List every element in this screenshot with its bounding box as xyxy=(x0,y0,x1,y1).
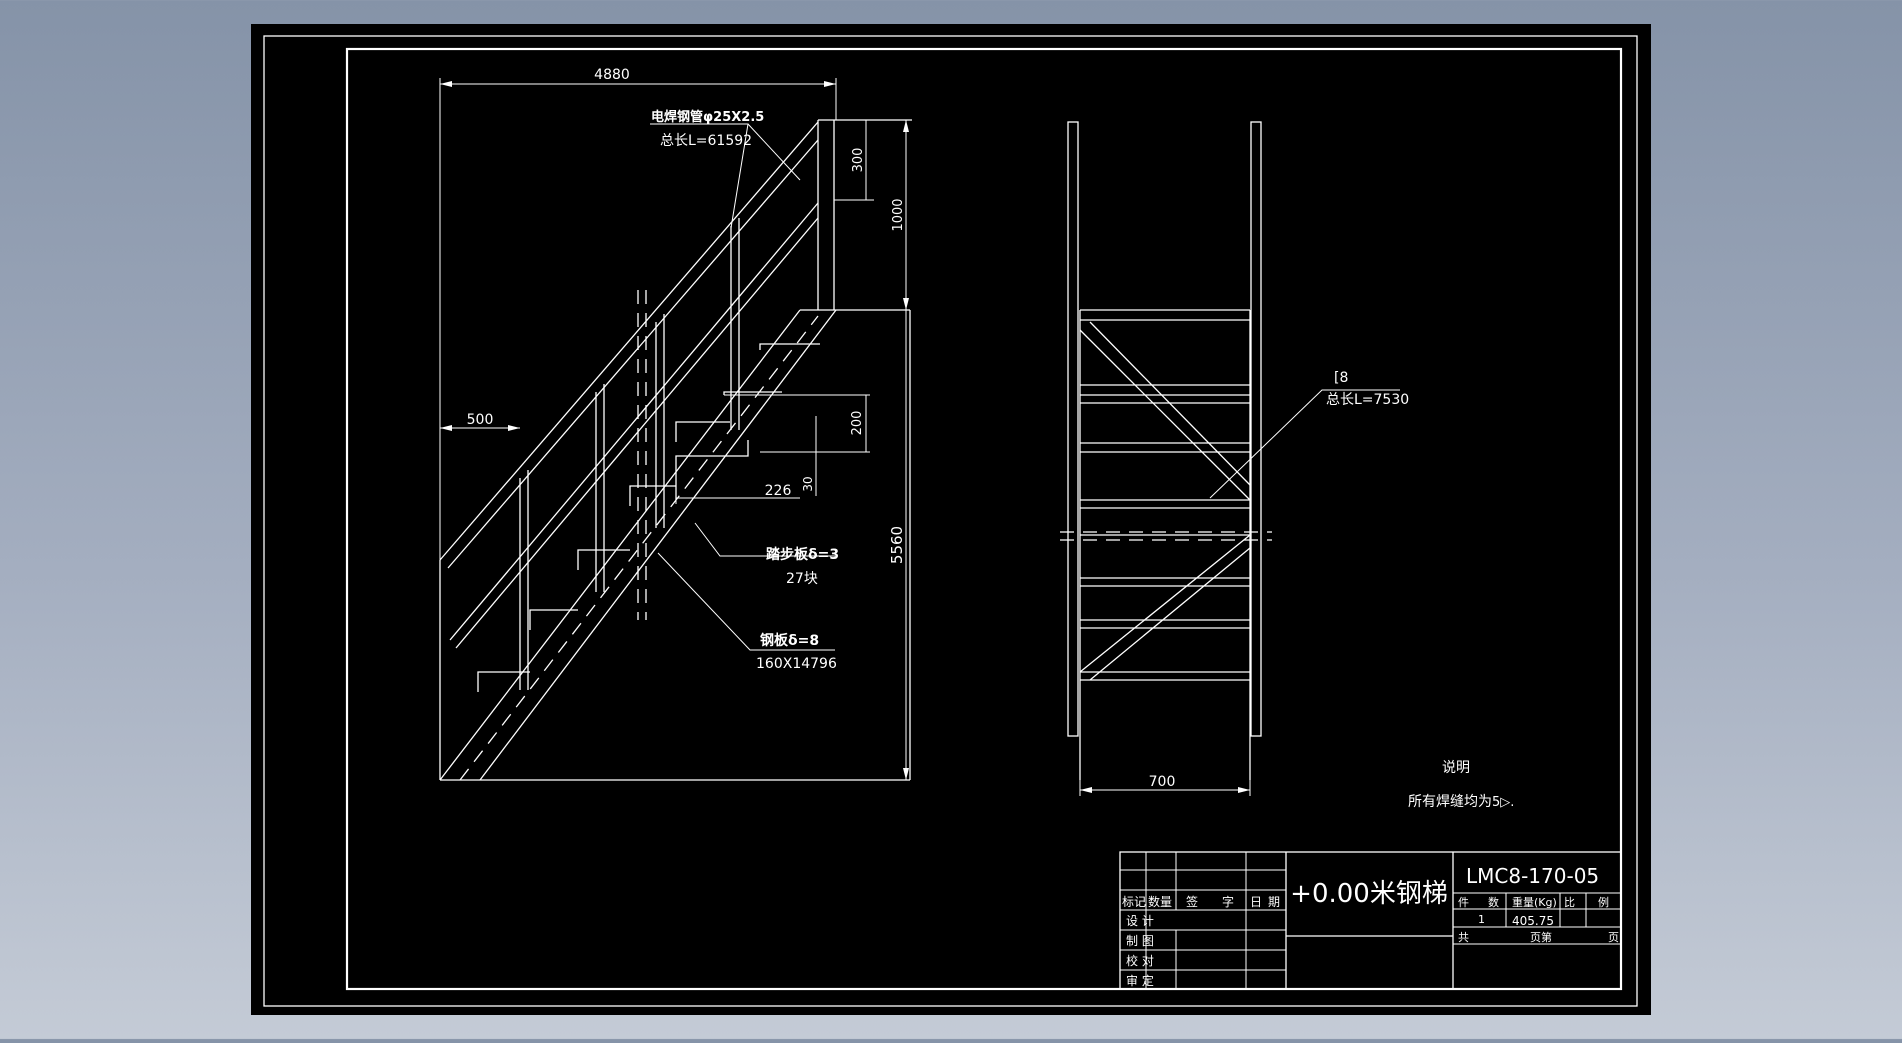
tb-info-weight: 重量(Kg) xyxy=(1512,895,1557,909)
notes-heading: 说明 xyxy=(1442,760,1470,776)
tb-info-parts: 件 xyxy=(1458,896,1469,909)
dim-4880: 4880 xyxy=(594,67,630,83)
dim-1000: 1000 xyxy=(891,198,906,231)
dim-700: 700 xyxy=(1149,774,1176,790)
dim-30: 30 xyxy=(801,476,815,491)
note-plate-spec: 钢板δ=8 xyxy=(760,632,819,649)
dim-200: 200 xyxy=(850,411,865,436)
tb-header-date1: 日 xyxy=(1250,895,1262,909)
drawing-title: +0.00米钢梯 xyxy=(1290,879,1448,909)
drawing-number: LMC8-170-05 xyxy=(1466,864,1599,888)
stair-side-view xyxy=(439,78,912,781)
tb-quantity: 1 xyxy=(1478,913,1485,926)
note-channel-spec: [8 xyxy=(1334,370,1348,386)
tb-header-sign1: 签 xyxy=(1186,894,1198,909)
notes-text: 所有焊缝均为 xyxy=(1408,794,1492,810)
tb-weight: 405.75 xyxy=(1512,914,1554,928)
stair-front-view xyxy=(1060,121,1400,796)
tb-role-draft: 制 图 xyxy=(1126,934,1154,948)
inner-frame xyxy=(345,47,1623,991)
tb-info-scale2: 例 xyxy=(1598,895,1609,909)
tb-info-count: 数 xyxy=(1488,896,1499,909)
tb-role-design: 设 计 xyxy=(1126,914,1154,928)
outer-frame xyxy=(263,35,1638,1007)
tb-header-date2: 期 xyxy=(1268,895,1280,909)
tb-info-scale1: 比 xyxy=(1564,896,1575,909)
drawing-sheet xyxy=(251,24,1651,1015)
tb-header-qty: 数量 xyxy=(1148,894,1172,909)
title-block xyxy=(1119,851,1622,990)
tb-header-sign2: 字 xyxy=(1222,894,1234,909)
note-plate-size: 160X14796 xyxy=(756,656,837,672)
note-pipe-spec: 电焊钢管φ25X2.5 xyxy=(651,109,764,125)
tb-role-check: 校 对 xyxy=(1126,953,1154,968)
weld-symbol: 5▷. xyxy=(1492,795,1514,810)
tb-header-mark: 标记 xyxy=(1122,895,1146,909)
note-tread-spec: 踏步板δ=3 xyxy=(766,546,839,563)
note-tread-count: 27块 xyxy=(786,571,818,587)
dim-226: 226 xyxy=(765,483,792,499)
tb-sheet-page: 页 xyxy=(1608,931,1619,944)
dim-500: 500 xyxy=(467,412,494,428)
note-pipe-length: 总长L=61592 xyxy=(660,133,752,149)
dim-300: 300 xyxy=(851,148,866,173)
tb-sheet-index: 页第 xyxy=(1530,930,1552,944)
dim-5560: 5560 xyxy=(888,526,906,564)
tb-sheet-total: 共 xyxy=(1458,931,1469,944)
note-channel-length: 总长L=7530 xyxy=(1326,392,1409,408)
tb-role-approve: 审 定 xyxy=(1126,973,1154,988)
